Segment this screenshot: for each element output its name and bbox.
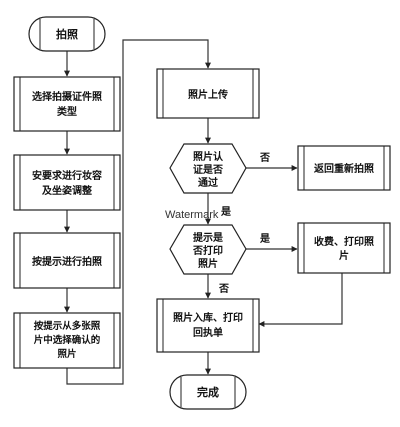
node-upload: 照片上传 [156, 68, 260, 119]
ask-print-line-1: 提示是 [193, 231, 223, 244]
verify-line-2: 证是否 [193, 164, 223, 176]
node-retake: 返回重新拍照 [297, 145, 391, 191]
node-ask-print: 提示是 否打印 照片 [169, 224, 247, 275]
node-verify: 照片认 证是否 通过 [169, 143, 247, 194]
start-label: 拍照 [56, 27, 78, 41]
node-start: 拍照 [28, 16, 106, 52]
collect-line-2: 片 [339, 249, 349, 262]
choose-line-2: 片中选择确认的 [34, 334, 101, 346]
edge-label-no-2: 否 [218, 283, 229, 295]
ask-print-line-2: 否打印 [192, 244, 223, 257]
retake-label: 返回重新拍照 [314, 162, 374, 175]
node-end: 完成 [169, 374, 247, 410]
select-type-line-1: 选择拍摄证件照 [32, 90, 102, 103]
node-shoot: 按提示进行拍照 [13, 232, 121, 289]
verify-line-3: 通过 [198, 176, 218, 189]
store-line-2: 回执单 [193, 326, 223, 339]
upload-label: 照片上传 [188, 88, 228, 101]
ask-print-line-3: 照片 [198, 257, 218, 270]
node-choose: 按提示从多张照 片中选择确认的 照片 [13, 312, 121, 369]
adjust-line-2: 及坐姿调整 [42, 184, 92, 197]
select-type-line-2: 类型 [57, 105, 77, 118]
store-line-1: 照片入库、打印 [173, 311, 243, 324]
adjust-line-1: 安要求进行妆容 [32, 169, 102, 182]
node-store: 照片入库、打印 回执单 [156, 298, 260, 353]
edge-label-no-1: 否 [259, 152, 270, 164]
arrow-choose-to-upload [66, 39, 211, 385]
collect-line-1: 收费、打印照 [314, 235, 374, 248]
arrow-collect-to-store [258, 273, 343, 327]
choose-line-1: 按提示从多张照 [34, 320, 101, 332]
edge-label-yes-1: 是 [220, 206, 231, 218]
node-select-type: 选择拍摄证件照 类型 [13, 76, 121, 132]
verify-line-1: 照片认 [193, 150, 224, 163]
edge-label-yes-2: 是 [259, 233, 270, 245]
choose-line-3: 照片 [57, 348, 76, 360]
shoot-label: 按提示进行拍照 [32, 255, 102, 268]
node-adjust: 安要求进行妆容 及坐姿调整 [13, 154, 121, 211]
node-collect: 收费、打印照 片 [297, 222, 391, 274]
watermark: Watermark [165, 209, 219, 221]
end-label: 完成 [197, 385, 219, 399]
connectors [64, 39, 343, 385]
